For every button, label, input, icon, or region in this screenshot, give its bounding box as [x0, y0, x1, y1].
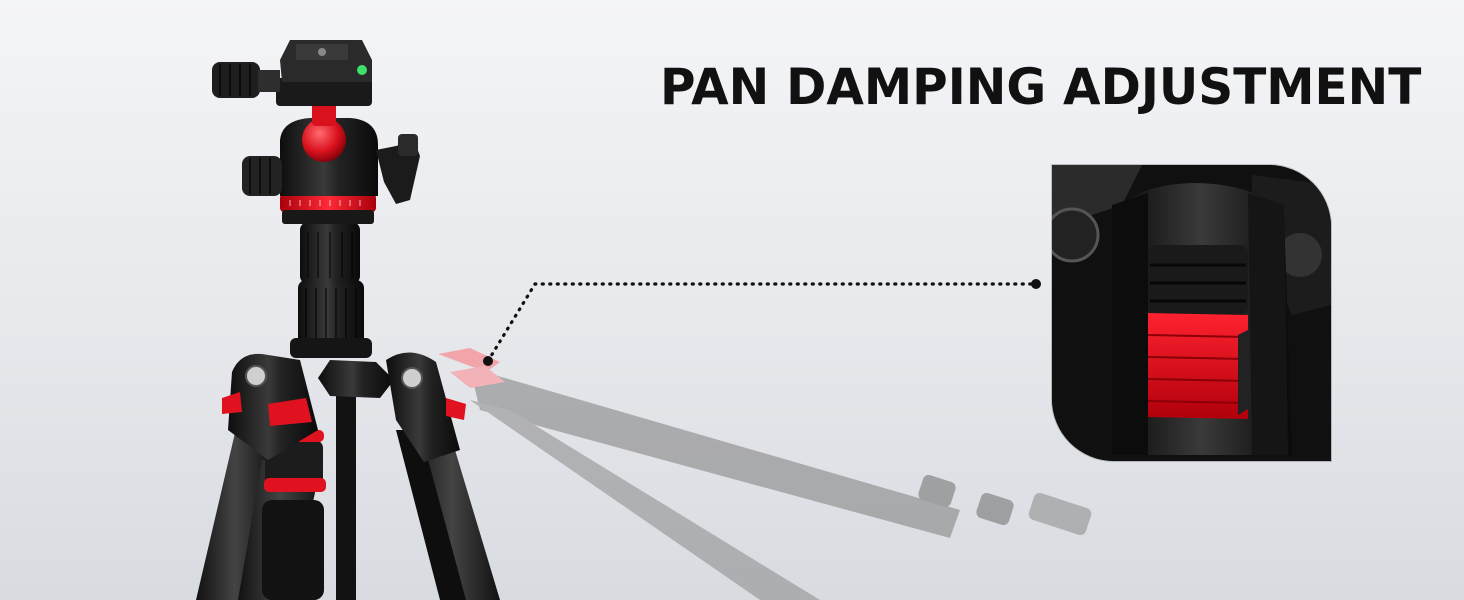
- leg-angle-lock-icon: [222, 352, 466, 462]
- pan-damping-lever-closeup: [1052, 165, 1331, 461]
- center-column: [290, 222, 372, 358]
- quick-release-plate: [212, 40, 372, 106]
- ghost-leg-extended: [438, 348, 1092, 600]
- pan-damping-closeup-inset: [1052, 165, 1331, 461]
- tripod-ball-head-icon: [242, 96, 420, 224]
- callout-line: [483, 279, 1041, 366]
- headline-title: PAN DAMPING ADJUSTMENT: [660, 58, 1422, 116]
